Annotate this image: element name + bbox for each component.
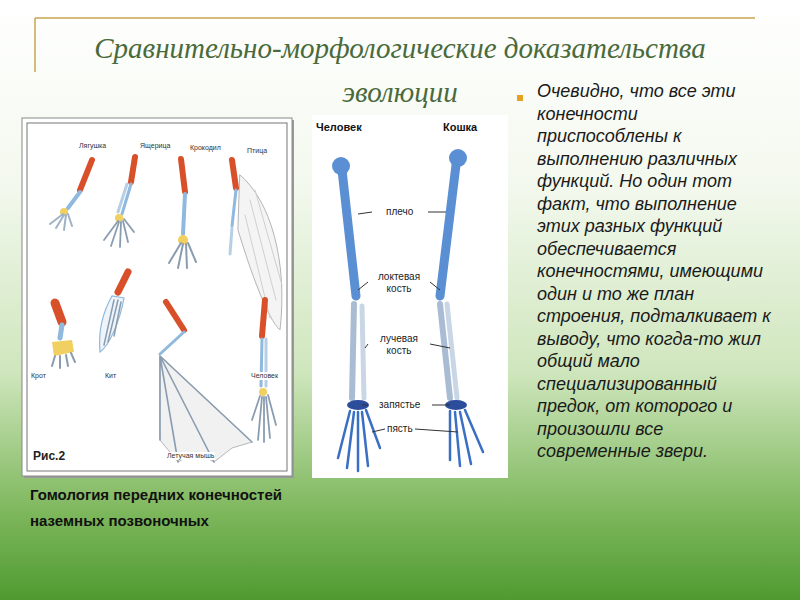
bird-wing — [232, 190, 236, 226]
leader-lines — [372, 429, 385, 432]
lizard-limb — [104, 157, 135, 247]
figure-frame — [22, 118, 292, 476]
human-limb — [252, 300, 276, 442]
limb-label: Птица — [246, 147, 268, 155]
gold-rule — [34, 18, 36, 72]
bone-label: плечо — [385, 206, 414, 218]
leader-lines — [415, 429, 458, 432]
crocodile-limb — [169, 159, 196, 268]
leader-lines — [428, 212, 446, 213]
human-arm-bones — [332, 157, 380, 471]
crocodile-limb — [169, 243, 196, 268]
bird-wing — [230, 228, 232, 254]
gold-rule — [35, 17, 755, 19]
limb-label: Крокодил — [189, 144, 222, 152]
cat-arm-bones — [440, 165, 456, 296]
limb-label: Ящерица — [139, 142, 171, 150]
bones-panel — [312, 115, 508, 478]
bat-wing — [160, 356, 252, 462]
frog-limb — [68, 192, 80, 208]
figure-frame — [27, 123, 287, 471]
leader-lines — [430, 344, 450, 348]
limb-label: Кит — [104, 372, 117, 380]
whale-flipper — [104, 300, 121, 345]
mole-limb — [52, 353, 75, 368]
lizard-limb — [115, 214, 123, 222]
crocodile-limb — [181, 159, 185, 192]
cat-arm-bones — [440, 149, 483, 466]
bird-wing — [230, 160, 282, 330]
lizard-limb — [118, 184, 127, 212]
frog-limb — [50, 214, 72, 230]
leader-lines — [430, 282, 440, 290]
limb-label: Лягушка — [78, 142, 107, 150]
crocodile-limb — [183, 194, 185, 234]
leader-lines — [358, 212, 458, 432]
lizard-limb — [131, 157, 135, 182]
leader-lines — [358, 212, 372, 214]
leader-lines — [358, 282, 368, 290]
limb-label: Крот — [30, 372, 47, 380]
bird-wing — [238, 175, 282, 330]
leader-lines — [362, 405, 368, 406]
lizard-limb — [104, 219, 134, 247]
figure-frame — [22, 118, 294, 478]
human-arm-bones — [342, 170, 356, 296]
bat-wing — [160, 332, 184, 354]
limb-label: Летучая мышь — [166, 452, 215, 460]
leader-lines — [432, 405, 450, 406]
cat-arm-bones — [447, 304, 457, 398]
bat-wing — [160, 356, 252, 462]
whale-flipper — [100, 296, 124, 352]
mole-limb — [55, 303, 62, 322]
bone-label: локтевая кость — [370, 271, 428, 295]
whale-flipper — [100, 272, 128, 352]
column-heading: Человек — [316, 121, 362, 134]
column-heading: Кошка — [443, 121, 477, 134]
bat-wing — [166, 302, 184, 330]
human-arm-bones — [338, 410, 380, 471]
mole-limb — [52, 303, 75, 368]
figure-number: Рис.2 — [33, 449, 65, 463]
figure-caption: Гомология передних конечностей наземных … — [30, 482, 360, 534]
bone-label: пясть — [386, 423, 414, 435]
limb-label: Человек — [250, 372, 279, 380]
human-limb — [252, 395, 276, 442]
human-arm-bones — [362, 306, 364, 398]
cat-arm-bones — [450, 410, 483, 466]
human-arm-bones — [347, 400, 369, 410]
leader-lines — [365, 344, 368, 348]
frog-limb — [80, 160, 92, 190]
bird-wing — [232, 160, 236, 188]
human-limb — [262, 300, 265, 336]
whale-flipper — [118, 272, 128, 292]
bat-wing — [160, 302, 252, 462]
bone-label: лучевая кость — [370, 333, 428, 357]
bone-label: запястье — [378, 399, 421, 411]
body-text: Очевидно, что все эти конечности приспос… — [537, 80, 773, 463]
frog-limb — [50, 160, 92, 230]
human-arm-bones — [352, 304, 354, 398]
bullet — [517, 95, 523, 101]
mole-limb — [60, 325, 62, 338]
human-limb — [259, 388, 267, 396]
